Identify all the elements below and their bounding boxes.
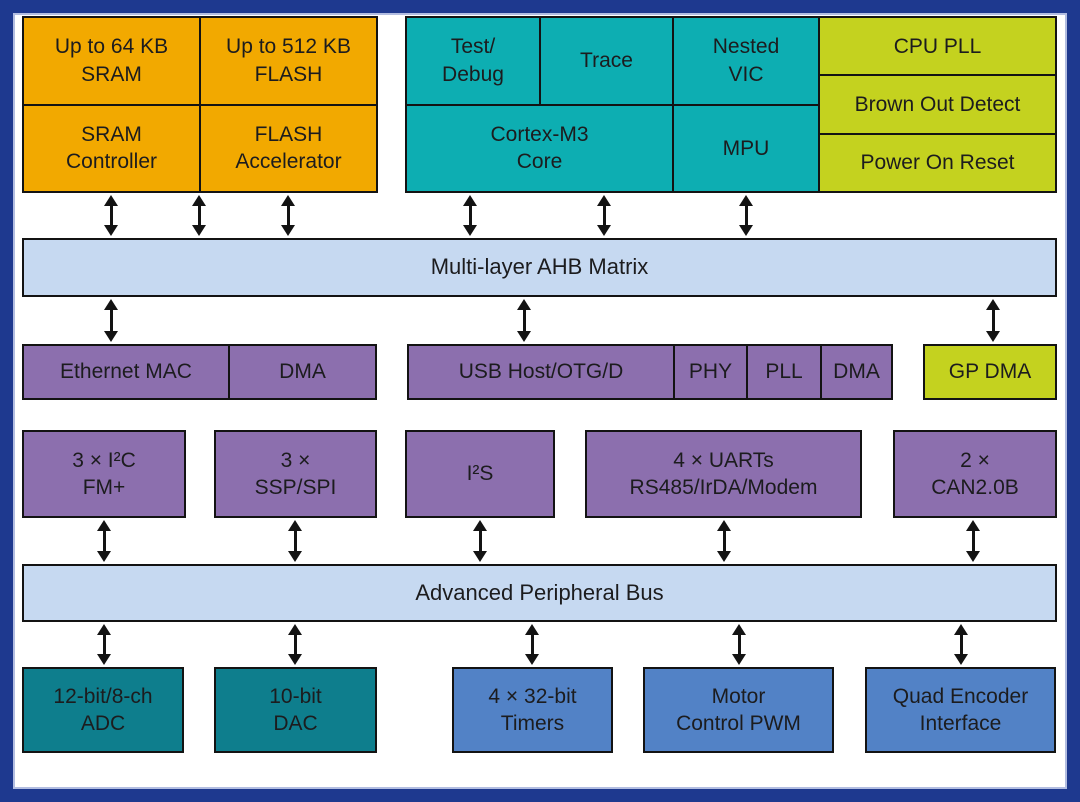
ethernet-group: Ethernet MAC DMA [22,344,377,400]
block-power-on-reset: Power On Reset [820,134,1055,191]
bidirectional-arrow [524,624,540,665]
bus-ahb-matrix: Multi-layer AHB Matrix [22,238,1057,297]
bidirectional-arrow [96,520,112,562]
block-usb-pll: PLL [748,346,820,398]
usb-group: USB Host/OTG/D PHY PLL DMA [407,344,893,400]
bidirectional-arrow [103,195,119,236]
bidirectional-arrow [287,624,303,665]
block-cpu-pll: CPU PLL [820,18,1055,75]
bidirectional-arrow [191,195,207,236]
block-usb-phy: PHY [675,346,746,398]
block-usb-host: USB Host/OTG/D [409,346,673,398]
block-cortex-m3-core: Cortex-M3 Core [407,105,672,191]
block-ethernet-mac: Ethernet MAC [24,346,228,398]
block-i2s: I²S [405,430,555,518]
block-sram-size: Up to 64 KB SRAM [24,18,199,104]
block-mpu: MPU [674,105,818,191]
block-ssp-spi: 3 × SSP/SPI [214,430,377,518]
block-i2c: 3 × I²C FM+ [22,430,186,518]
block-uarts: 4 × UARTs RS485/IrDA/Modem [585,430,862,518]
block-timers: 4 × 32-bit Timers [452,667,613,753]
block-sram-controller: SRAM Controller [24,105,199,191]
bidirectional-arrow [953,624,969,665]
bidirectional-arrow [985,299,1001,342]
bidirectional-arrow [731,624,747,665]
bidirectional-arrow [596,195,612,236]
block-quad-encoder: Quad Encoder Interface [865,667,1056,753]
bidirectional-arrow [472,520,488,562]
bidirectional-arrow [965,520,981,562]
block-gp-dma: GP DMA [923,344,1057,400]
core-group: Test/ Debug Trace Nested VIC Cortex-M3 C… [405,16,820,193]
bidirectional-arrow [280,195,296,236]
block-can: 2 × CAN2.0B [893,430,1057,518]
memory-group: Up to 64 KB SRAM Up to 512 KB FLASH SRAM… [22,16,378,193]
block-flash-accelerator: FLASH Accelerator [201,105,376,191]
block-flash-size: Up to 512 KB FLASH [201,18,376,104]
block-nested-vic: Nested VIC [674,18,818,104]
block-trace: Trace [541,18,672,104]
bidirectional-arrow [96,624,112,665]
bidirectional-arrow [287,520,303,562]
bidirectional-arrow [738,195,754,236]
block-motor-control-pwm: Motor Control PWM [643,667,834,753]
bus-advanced-peripheral: Advanced Peripheral Bus [22,564,1057,622]
block-usb-dma: DMA [822,346,891,398]
bidirectional-arrow [462,195,478,236]
block-dac: 10-bit DAC [214,667,377,753]
power-group: CPU PLL Brown Out Detect Power On Reset [818,16,1057,193]
bidirectional-arrow [516,299,532,342]
block-brown-out-detect: Brown Out Detect [820,76,1055,133]
block-test-debug: Test/ Debug [407,18,539,104]
bidirectional-arrow [103,299,119,342]
bidirectional-arrow [716,520,732,562]
block-ethernet-dma: DMA [230,346,375,398]
block-adc: 12-bit/8-ch ADC [22,667,184,753]
